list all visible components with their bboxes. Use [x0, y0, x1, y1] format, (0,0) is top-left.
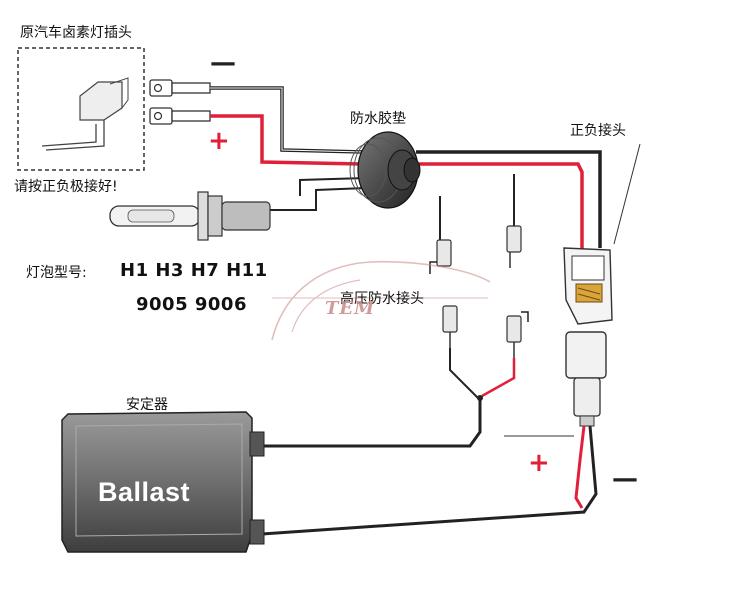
- hv-waterproof-connector-label: 高压防水接头: [340, 291, 424, 307]
- bulb-models-line1: H1 H3 H7 H11: [120, 260, 268, 281]
- ballast-power-neg: [261, 425, 598, 536]
- positive-wire-out: [416, 162, 584, 256]
- minus-sign-top: —: [210, 48, 236, 78]
- ballast-output-wire: [262, 400, 482, 448]
- ballast-power-pos: [574, 425, 586, 509]
- watermark-text: TEM: [325, 298, 376, 319]
- negative-wire-out: [416, 150, 602, 248]
- bulb-models-line2: 9005 9006: [136, 294, 247, 315]
- waterproof-grommet-label: 防水胶垫: [350, 111, 406, 127]
- negative-wire-in: [210, 86, 365, 154]
- polarity-connector-top: [563, 247, 613, 325]
- original-socket-label: 原汽车卤素灯插头: [20, 25, 132, 41]
- ballast-brand-text: Ballast: [98, 477, 191, 507]
- spade-terminals: [149, 79, 211, 125]
- plus-sign-bottom: +: [528, 448, 550, 478]
- ballast-unit: [61, 411, 265, 553]
- connect-polarity-note: 请按正负极接好!: [14, 179, 118, 195]
- original-socket-box: [17, 47, 145, 171]
- positive-wire-in: [210, 114, 363, 166]
- plus-sign-top: +: [208, 126, 230, 156]
- watermark-logo: [271, 260, 491, 341]
- hv-connector-upper: [429, 174, 522, 274]
- polarity-connector-bottom: [565, 331, 607, 427]
- polarity-connector-label: 正负接头: [570, 123, 626, 139]
- hv-connector-lower: [442, 305, 529, 358]
- hid-bulb: [109, 191, 271, 241]
- waterproof-grommet: [349, 131, 421, 209]
- bulb-models-prefix: 灯泡型号:: [26, 265, 87, 281]
- ballast-label: 安定器: [126, 397, 168, 413]
- minus-sign-bottom: —: [612, 464, 638, 494]
